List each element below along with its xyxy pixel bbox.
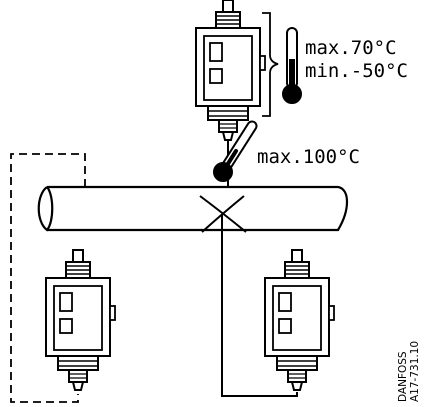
upper-max-label: max.70°C bbox=[305, 37, 397, 59]
pipe-max-label: max.100°C bbox=[257, 146, 360, 168]
bottom-left-thermostat bbox=[45, 249, 116, 391]
upper-min-label: min.-50°C bbox=[305, 60, 408, 82]
left-dashed-capillary bbox=[10, 153, 86, 403]
range-brace bbox=[262, 12, 279, 117]
ambient-thermometer-icon bbox=[282, 27, 302, 104]
pipe bbox=[37, 185, 349, 232]
pipe-thermometer-icon bbox=[213, 120, 258, 182]
crossing-capillary bbox=[199, 195, 298, 397]
figure-code-line1: DANFOSS bbox=[397, 351, 409, 402]
top-thermostat bbox=[195, 0, 266, 141]
figure-code-line2: A17-731.10 bbox=[409, 341, 421, 402]
bottom-right-thermostat bbox=[264, 249, 335, 391]
